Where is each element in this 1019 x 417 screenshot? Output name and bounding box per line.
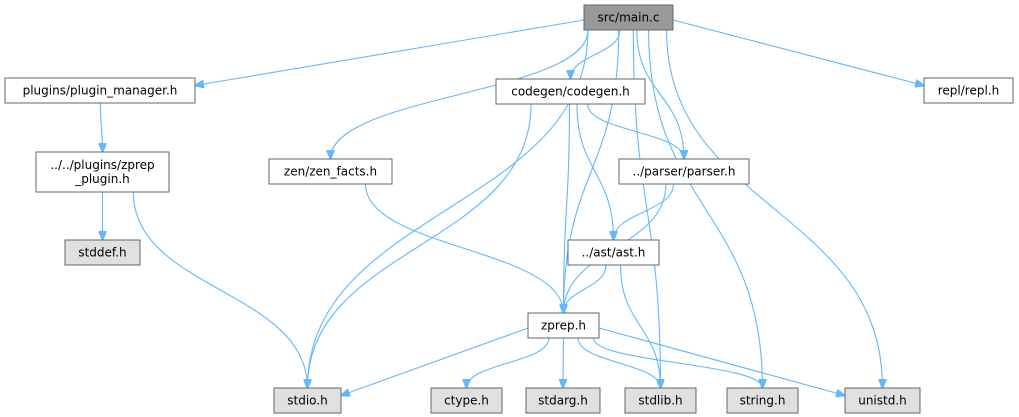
node-box <box>525 387 601 414</box>
edge-zprep-to-ctype <box>467 337 550 388</box>
node-box <box>844 387 921 414</box>
edge-zprep_plugin-to-stdio <box>132 191 307 388</box>
edge-main-to-zen_facts <box>331 29 589 159</box>
node-box <box>726 387 799 414</box>
edge-ast-to-stdlib <box>620 264 661 388</box>
node-box <box>495 78 646 105</box>
edge-codegen-to-zprep <box>564 103 570 313</box>
node-stdlib: stdlib.h <box>624 387 697 414</box>
edge-zprep-to-stdio <box>341 327 529 396</box>
node-box <box>268 158 393 185</box>
edge-parser-to-ast <box>614 183 674 240</box>
node-stddef: stddef.h <box>64 239 141 266</box>
node-box <box>273 387 342 414</box>
node-label: zprep.h <box>541 319 586 333</box>
edge-codegen-to-ast <box>576 103 614 240</box>
node-label: _plugin.h <box>74 172 130 186</box>
node-ctype: ctype.h <box>430 387 503 414</box>
edge-main-to-parser <box>636 29 684 159</box>
node-box <box>64 239 141 266</box>
node-label: ../parser/parser.h <box>633 165 736 179</box>
edge-codegen-to-stdio <box>308 103 532 388</box>
edge-main-to-plugin_manager <box>195 19 585 86</box>
edge-main-to-unistd <box>666 29 883 388</box>
node-label: zen/zen_facts.h <box>284 165 377 179</box>
edge-ast-to-zprep <box>564 264 607 313</box>
node-label: repl/repl.h <box>938 84 999 98</box>
node-label: stdio.h <box>287 394 327 408</box>
node-label: stdarg.h <box>538 394 588 408</box>
node-unistd: unistd.h <box>844 387 921 414</box>
node-plugin_manager[interactable]: plugins/plugin_manager.h <box>4 77 196 104</box>
node-stdio: stdio.h <box>273 387 342 414</box>
node-box <box>567 239 660 266</box>
edge-zprep-to-string <box>592 337 762 388</box>
node-stdarg: stdarg.h <box>525 387 601 414</box>
node-label: ctype.h <box>444 394 489 408</box>
node-box <box>618 158 750 185</box>
node-main[interactable]: src/main.c <box>583 4 674 31</box>
node-box <box>4 77 196 104</box>
node-string: string.h <box>726 387 799 414</box>
edge-zprep-to-unistd <box>598 327 845 396</box>
node-label: unistd.h <box>858 394 907 408</box>
nodes-layer: src/main.c plugins/plugin_manager.h ../../… <box>4 4 1014 414</box>
node-ast[interactable]: ../ast/ast.h <box>567 239 660 266</box>
edge-codegen-to-parser <box>586 103 684 159</box>
node-box <box>430 387 503 414</box>
node-zen_facts[interactable]: zen/zen_facts.h <box>268 158 393 185</box>
node-label: codegen/codegen.h <box>511 85 630 99</box>
node-zprep[interactable]: zprep.h <box>527 312 600 339</box>
node-label: string.h <box>740 394 786 408</box>
edge-zen_facts-to-zprep <box>364 183 563 313</box>
node-codegen[interactable]: codegen/codegen.h <box>495 78 646 105</box>
edge-main-to-string <box>648 29 763 388</box>
node-box <box>527 312 600 339</box>
node-box <box>923 77 1014 104</box>
node-label: ../../plugins/zprep <box>50 158 154 172</box>
edges-layer <box>100 19 924 396</box>
node-label: src/main.c <box>598 11 660 25</box>
node-label: stdlib.h <box>638 394 682 408</box>
node-repl[interactable]: repl/repl.h <box>923 77 1014 104</box>
node-box <box>35 151 170 193</box>
node-box <box>583 4 674 31</box>
node-label: stddef.h <box>78 246 126 260</box>
edge-main-to-repl <box>672 19 924 86</box>
edge-zprep-to-stdlib <box>577 337 660 388</box>
node-parser[interactable]: ../parser/parser.h <box>618 158 750 185</box>
node-zprep_plugin[interactable]: ../../plugins/zprep_plugin.h <box>35 151 170 193</box>
edge-main-to-codegen <box>571 29 621 79</box>
node-box <box>624 387 697 414</box>
node-label: ../ast/ast.h <box>582 246 646 260</box>
node-label: plugins/plugin_manager.h <box>23 84 178 98</box>
edge-plugin_manager-to-zprep_plugin <box>100 102 102 152</box>
